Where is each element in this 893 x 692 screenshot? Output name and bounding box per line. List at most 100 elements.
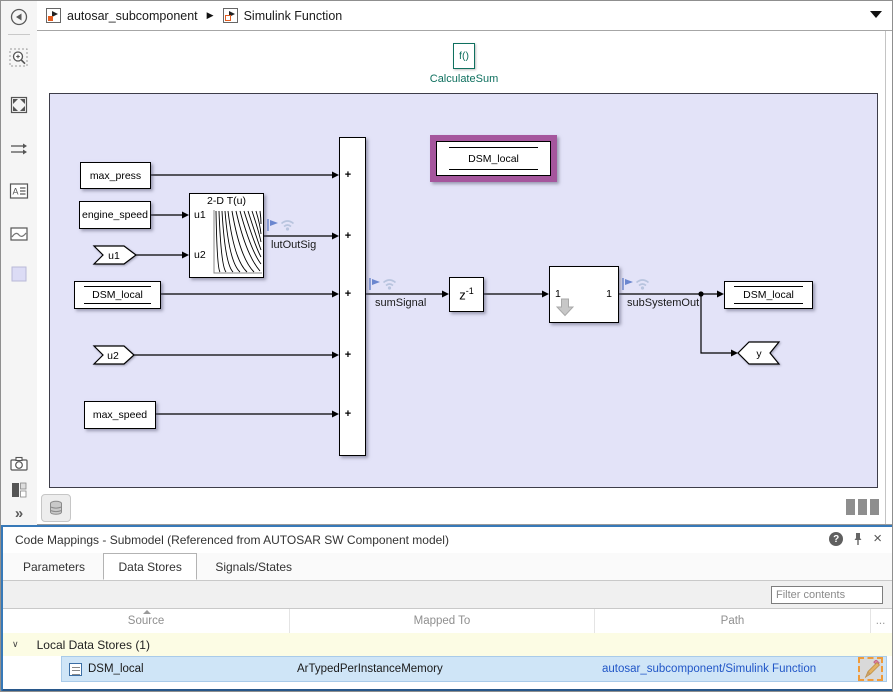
- constant-block-engine-speed[interactable]: engine_speed: [79, 201, 151, 229]
- tab-parameters[interactable]: Parameters: [23, 560, 86, 574]
- dsm-inner: DSM_local: [436, 141, 551, 176]
- tab-data-stores[interactable]: Data Stores: [103, 553, 197, 580]
- hide-explorer-bar-caret[interactable]: [870, 11, 882, 18]
- block-label: DSM_local: [92, 289, 143, 301]
- collapse-chevron-icon[interactable]: ∨: [12, 639, 19, 649]
- fit-to-view-button[interactable]: [8, 94, 30, 116]
- pane-grip[interactable]: [858, 499, 867, 515]
- lookup-port-u1: u1: [194, 209, 206, 221]
- function-name-label: CalculateSum: [429, 73, 499, 85]
- viewmarks-icon: [12, 482, 27, 498]
- more-chevrons-icon: »: [14, 504, 24, 522]
- pane-layout-control[interactable]: [846, 499, 879, 515]
- cell-mapped-to[interactable]: ArTypedPerInstanceMemory: [297, 663, 443, 675]
- signal-label-subSystemOut[interactable]: subSystemOut: [627, 297, 700, 309]
- subsystem-outport-number: 1: [606, 288, 612, 300]
- filter-contents-input[interactable]: [771, 586, 883, 604]
- block-label: DSM_local: [743, 289, 794, 301]
- svg-text:A: A: [13, 187, 19, 197]
- constant-block-max-press[interactable]: max_press: [80, 162, 151, 189]
- breadcrumb-separator-icon: ▶: [206, 10, 214, 20]
- signal-label-sumSignal[interactable]: sumSignal: [375, 297, 427, 309]
- subsystem-block[interactable]: 1 1: [549, 266, 619, 323]
- annotation-button[interactable]: A: [8, 180, 30, 202]
- column-header-path[interactable]: Path: [595, 609, 871, 633]
- pane-grip[interactable]: [846, 499, 855, 515]
- dsm-line: [449, 147, 538, 148]
- panel-titlebar: Code Mappings - Submodel (Referenced fro…: [3, 527, 892, 553]
- database-icon: [50, 500, 62, 515]
- zoom-in-button[interactable]: [8, 47, 30, 69]
- dsm-line: [84, 286, 151, 287]
- sum-block[interactable]: + + + + +: [339, 137, 366, 456]
- help-icon[interactable]: ?: [829, 532, 844, 546]
- signal-routing-button[interactable]: [8, 138, 30, 160]
- zoom-in-icon: [9, 48, 28, 67]
- subsystem-icon: [222, 8, 238, 23]
- image-icon: [10, 227, 28, 241]
- data-store-write-block[interactable]: DSM_local: [724, 281, 813, 309]
- close-icon[interactable]: ×: [873, 530, 882, 547]
- area-button[interactable]: [8, 263, 30, 285]
- subsystem-inport-number: 1: [555, 288, 561, 300]
- unit-delay-block[interactable]: z-1: [449, 277, 484, 312]
- sum-plus-sign: +: [344, 230, 352, 242]
- group-label: Local Data Stores (1): [36, 637, 150, 652]
- tab-signals-states[interactable]: Signals/States: [215, 560, 293, 574]
- code-mappings-panel: Code Mappings - Submodel (Referenced fro…: [1, 525, 892, 691]
- data-store-read-block[interactable]: DSM_local: [74, 281, 161, 309]
- image-button[interactable]: [8, 223, 30, 245]
- toolbar-divider: [8, 34, 30, 35]
- canvas-right-edge: [885, 31, 886, 524]
- viewmarks-button[interactable]: [8, 479, 30, 501]
- cell-path-link[interactable]: autosar_subcomponent/Simulink Function: [602, 663, 817, 675]
- breadcrumb-label: autosar_subcomponent: [67, 8, 198, 23]
- cell-source[interactable]: DSM_local: [88, 663, 144, 675]
- screenshot-button[interactable]: [8, 453, 30, 475]
- function-glyph: f(): [459, 50, 469, 62]
- more-tools-button[interactable]: »: [8, 502, 30, 524]
- data-store-icon: [69, 663, 82, 676]
- simulink-function-badge[interactable]: f(): [453, 43, 475, 69]
- breadcrumb-item-function[interactable]: Simulink Function: [222, 8, 342, 23]
- canvas-palette-toolbar: A: [1, 1, 38, 525]
- lookup-port-u2: u2: [194, 249, 206, 261]
- data-store-memory-block-selected[interactable]: DSM_local: [430, 135, 557, 182]
- pin-icon[interactable]: [852, 532, 864, 546]
- back-button[interactable]: [8, 6, 30, 28]
- annotation-icon: A: [9, 183, 29, 199]
- block-label: engine_speed: [82, 209, 148, 221]
- dsm-line: [84, 303, 151, 304]
- table-row-dsm-local[interactable]: DSM_local ArTypedPerInstanceMemory autos…: [61, 656, 887, 682]
- sum-plus-sign: +: [344, 288, 352, 300]
- column-header-more[interactable]: ...: [875, 615, 886, 627]
- constant-block-max-speed[interactable]: max_speed: [84, 401, 156, 429]
- model-canvas[interactable]: u1 u2 y f() CalculateSum max_press engin…: [37, 31, 892, 525]
- sort-ascending-icon: [143, 610, 151, 614]
- lookup-table-2d-block[interactable]: 2-D T(u) u1 u2: [189, 193, 264, 278]
- block-label: z-1: [459, 286, 474, 303]
- fit-to-view-icon: [10, 96, 28, 114]
- breadcrumb-item-model[interactable]: autosar_subcomponent: [46, 8, 198, 23]
- signal-label-lutOutSig[interactable]: lutOutSig: [271, 239, 317, 251]
- column-header-mapped-to[interactable]: Mapped To: [290, 609, 595, 633]
- model-icon: [46, 8, 61, 23]
- area-icon: [11, 266, 27, 282]
- camera-icon: [10, 456, 28, 471]
- dsm-line: [734, 303, 803, 304]
- edit-mapping-cell[interactable]: [858, 657, 883, 681]
- column-header-source[interactable]: Source: [3, 609, 290, 633]
- block-label: DSM_local: [468, 152, 519, 165]
- group-row-local-data-stores[interactable]: ∨ Local Data Stores (1): [3, 633, 892, 656]
- block-label: max_speed: [92, 409, 148, 421]
- block-label: max_press: [89, 169, 142, 182]
- sum-plus-sign: +: [344, 169, 352, 181]
- dsm-line: [734, 286, 803, 287]
- pane-grip[interactable]: [870, 499, 879, 515]
- edit-pencil-icon: [864, 659, 880, 678]
- data-store-indicator-button[interactable]: [41, 494, 71, 522]
- down-arrow-icon: [556, 298, 574, 317]
- lookup-title: 2-D T(u): [207, 195, 246, 207]
- filter-toolbar: [3, 580, 892, 609]
